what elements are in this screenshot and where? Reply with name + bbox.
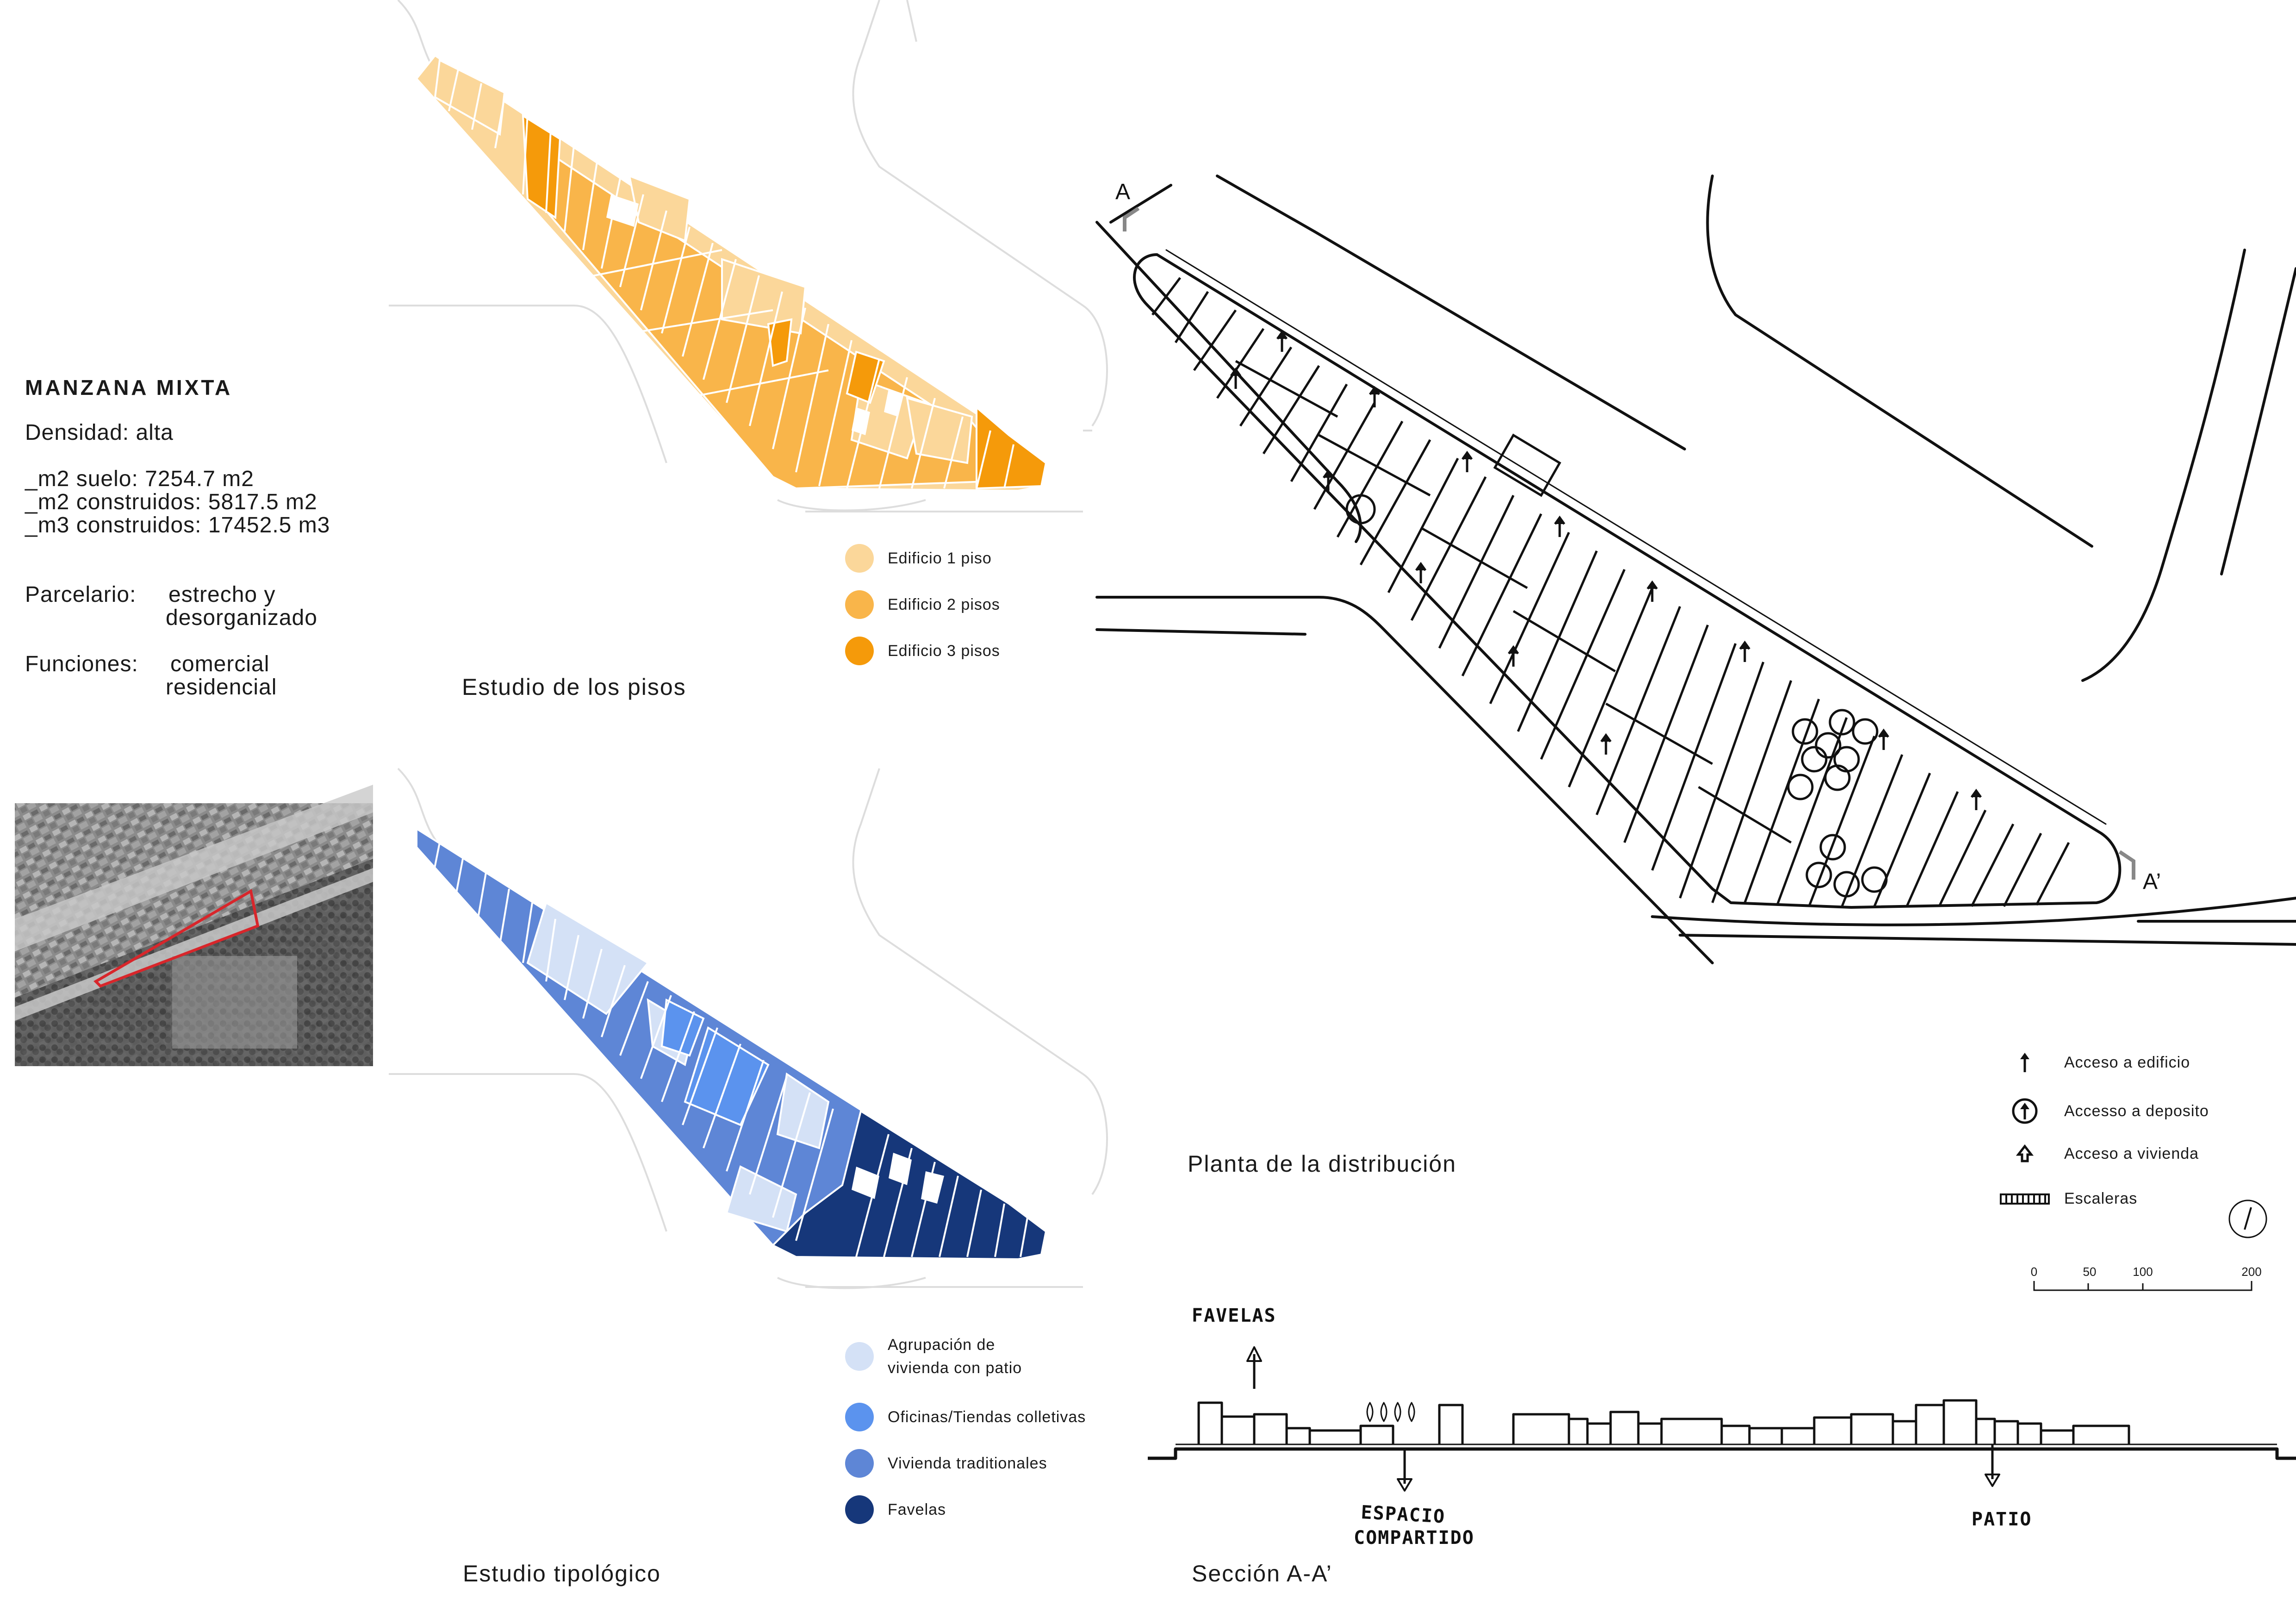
legend-swatch-typo-patio bbox=[845, 1342, 874, 1371]
block-title: MANZANA MIXTA bbox=[25, 375, 233, 400]
legend-typo-offices: Oficinas/Tiendas colletivas bbox=[845, 1403, 1086, 1431]
stairs-icon bbox=[2000, 1193, 2050, 1205]
legend-label-access-deposit: Accesso a deposito bbox=[2064, 1102, 2209, 1120]
legend-swatch-typo-traditional bbox=[845, 1449, 874, 1478]
section-caption: Sección A-A’ bbox=[1192, 1561, 1332, 1587]
funciones-label: Funciones: bbox=[25, 652, 138, 676]
section-label-patio: PATIO bbox=[1972, 1509, 2032, 1530]
distribution-plan: A A’ bbox=[1095, 175, 2296, 964]
typology-study-caption: Estudio tipológico bbox=[463, 1561, 661, 1587]
scale-bar bbox=[2033, 1281, 2252, 1291]
open-arrow-icon bbox=[2016, 1144, 2034, 1162]
legend-swatch-floor-1 bbox=[845, 544, 874, 573]
m3-construidos-text: _m3 construidos: 17452.5 m3 bbox=[25, 513, 330, 537]
funciones-value-1: comercial bbox=[170, 652, 270, 676]
legend-label-access-building: Acceso a edificio bbox=[2064, 1053, 2190, 1071]
legend-access-housing: Acceso a vivienda bbox=[2004, 1143, 2199, 1164]
legend-label-typo-patio-1: Agrupación de bbox=[888, 1336, 996, 1354]
plan-caption: Planta de la distribución bbox=[1188, 1151, 1456, 1177]
legend-swatch-typo-offices bbox=[845, 1403, 874, 1431]
legend-floor-2: Edificio 2 pisos bbox=[845, 590, 1000, 619]
floors-study-map bbox=[389, 0, 1108, 512]
scale-tick-0: 0 bbox=[2030, 1265, 2038, 1279]
parcelario-value-2: desorganizado bbox=[166, 606, 317, 630]
legend-floor-3: Edificio 3 pisos bbox=[845, 637, 1000, 665]
density-text: Densidad: alta bbox=[25, 420, 174, 445]
legend-swatch-floor-2 bbox=[845, 590, 874, 619]
arrow-icon bbox=[2020, 1053, 2029, 1072]
circled-arrow-icon bbox=[2012, 1098, 2038, 1124]
typology-study-map bbox=[389, 768, 1108, 1289]
scale-tick-200: 200 bbox=[2241, 1265, 2262, 1279]
legend-floor-1: Edificio 1 piso bbox=[845, 544, 992, 573]
parcelario-label: Parcelario: bbox=[25, 582, 137, 607]
section-label-favelas: FAVELAS bbox=[1192, 1305, 1276, 1326]
plan-section-end: A’ bbox=[2143, 869, 2161, 894]
aerial-photo bbox=[15, 785, 373, 1066]
floors-study-caption: Estudio de los pisos bbox=[462, 674, 686, 700]
section-drawing: FAVELAS ESPACIO COMPARTIDO PATIO bbox=[1148, 1305, 2296, 1549]
scale-tick-50: 50 bbox=[2083, 1265, 2097, 1279]
m2-suelo-text: _m2 suelo: 7254.7 m2 bbox=[25, 467, 254, 491]
legend-typo-favelas: Favelas bbox=[845, 1495, 946, 1524]
funciones-value-2: residencial bbox=[166, 675, 277, 700]
section-label-compartido: COMPARTIDO bbox=[1354, 1527, 1475, 1549]
legend-label-typo-traditional: Vivienda traditionales bbox=[888, 1454, 1047, 1472]
legend-label-typo-favelas: Favelas bbox=[888, 1500, 946, 1518]
legend-stairs: Escaleras bbox=[2000, 1190, 2138, 1208]
legend-label-floor-3: Edificio 3 pisos bbox=[888, 642, 1000, 660]
scale-tick-100: 100 bbox=[2133, 1265, 2153, 1279]
legend-typo-patio: Agrupación de vivienda con patio bbox=[845, 1333, 1022, 1380]
legend-label-typo-offices: Oficinas/Tiendas colletivas bbox=[888, 1408, 1086, 1426]
m2-construidos-text: _m2 construidos: 5817.5 m2 bbox=[25, 490, 317, 514]
legend-swatch-floor-3 bbox=[845, 637, 874, 665]
legend-label-stairs: Escaleras bbox=[2064, 1190, 2138, 1207]
legend-label-floor-2: Edificio 2 pisos bbox=[888, 595, 1000, 613]
section-label-espacio: ESPACIO bbox=[1360, 1502, 1446, 1527]
plan-section-start: A bbox=[1115, 180, 1130, 204]
legend-label-access-housing: Acceso a vivienda bbox=[2064, 1144, 2199, 1162]
legend-label-floor-1: Edificio 1 piso bbox=[888, 549, 992, 567]
parcelario-value-1: estrecho y bbox=[168, 582, 276, 607]
north-arrow-icon bbox=[2228, 1199, 2267, 1238]
legend-typo-traditional: Vivienda traditionales bbox=[845, 1449, 1047, 1478]
legend-access-deposit: Accesso a deposito bbox=[2004, 1097, 2209, 1125]
legend-label-typo-patio-2: vivienda con patio bbox=[888, 1359, 1022, 1377]
legend-swatch-typo-favelas bbox=[845, 1495, 874, 1524]
legend-access-building: Acceso a edificio bbox=[2004, 1051, 2190, 1074]
